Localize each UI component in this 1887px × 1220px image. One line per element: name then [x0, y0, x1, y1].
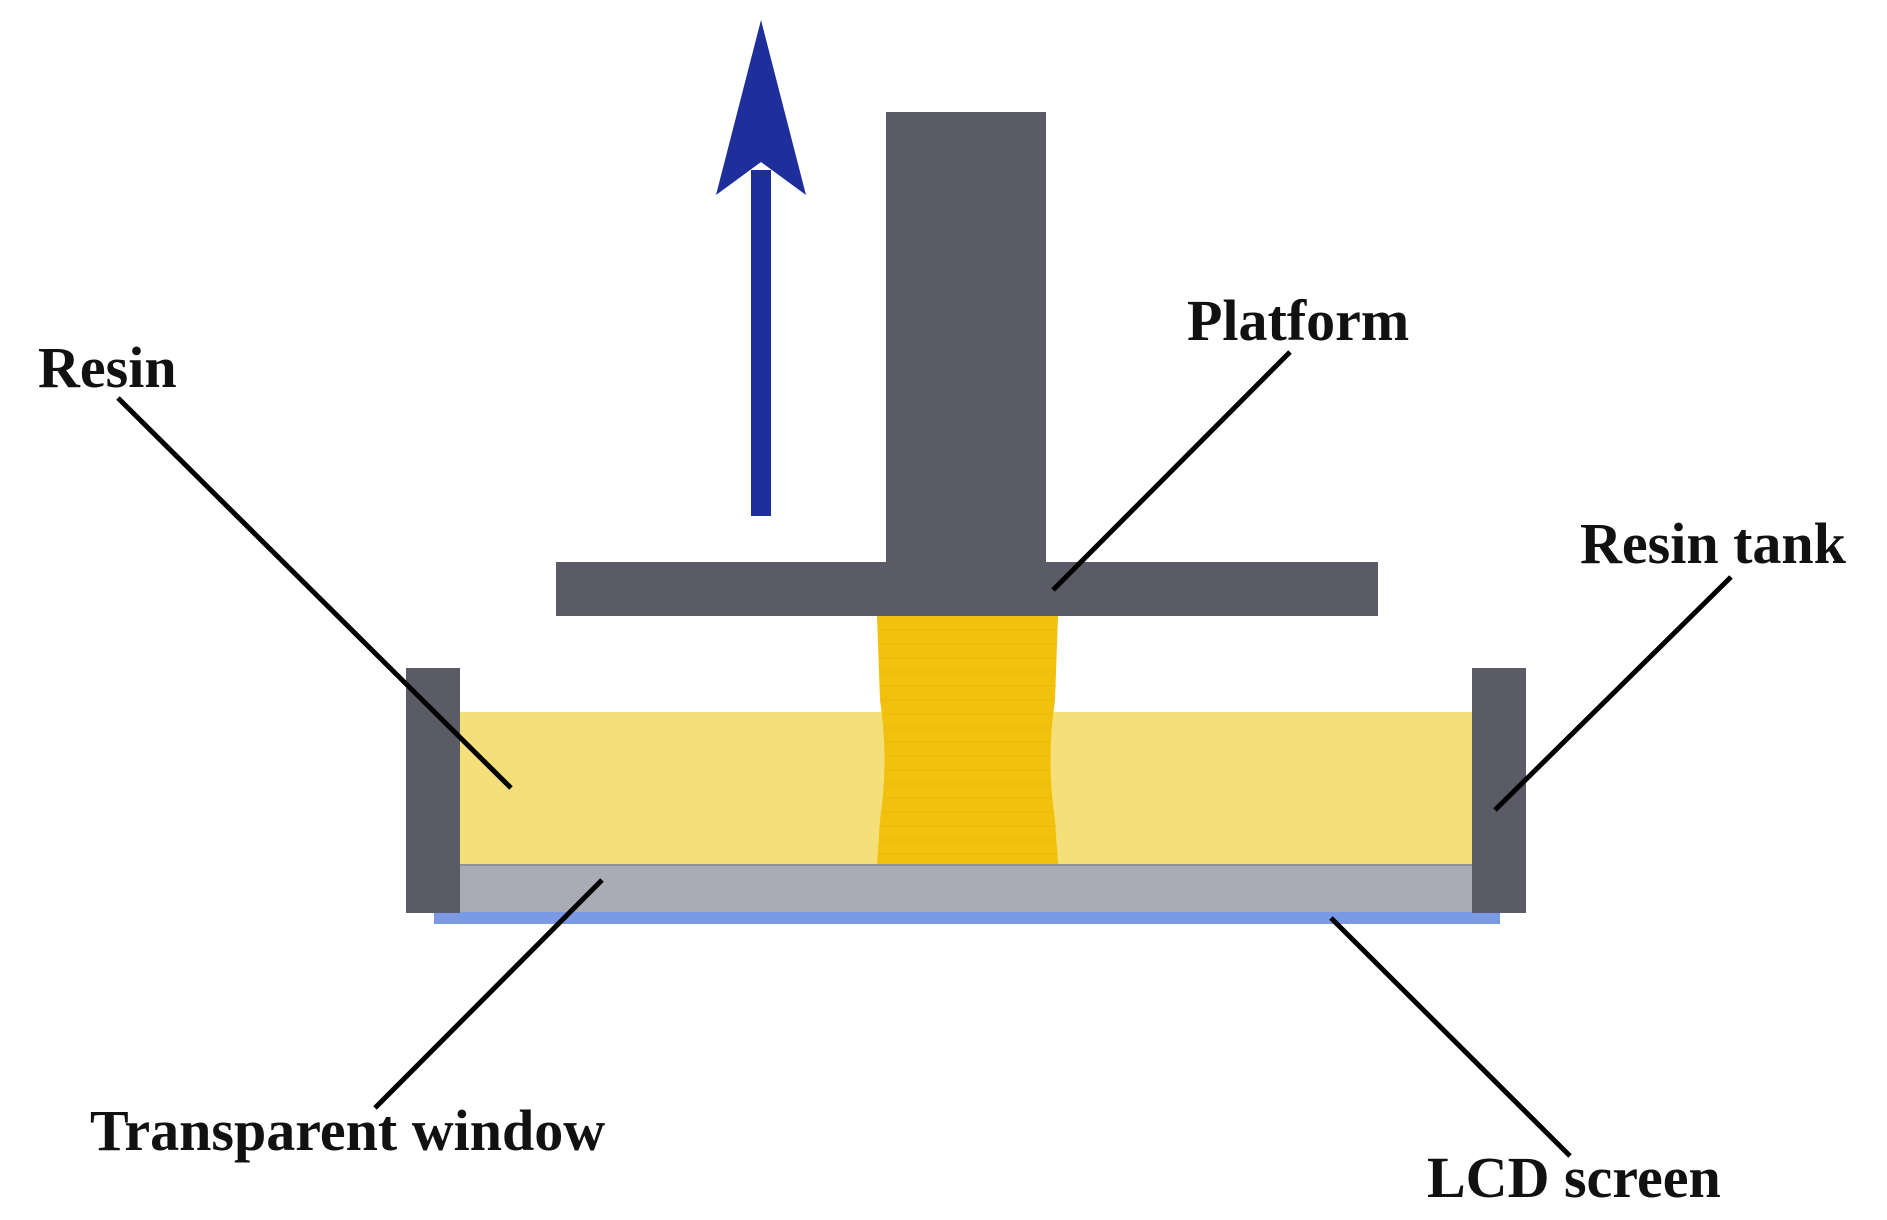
printed-part [877, 616, 1058, 864]
label-platform: Platform [1187, 288, 1409, 353]
platform-plate [556, 562, 1378, 616]
up-arrow-head [716, 20, 806, 195]
leader-line-platform [1051, 350, 1292, 592]
leader-lines [116, 350, 1733, 1158]
resin-tank-left-wall [406, 668, 460, 913]
platform-shaft [886, 112, 1046, 566]
printed-part-layers [879, 629, 1057, 855]
leader-line-resin-tank [1493, 575, 1733, 812]
build-platform [556, 112, 1378, 616]
leader-line-lcd-screen [1329, 916, 1572, 1158]
up-arrow-icon [716, 20, 806, 516]
label-lcd-screen: LCD screen [1427, 1145, 1721, 1210]
lcd-screen [434, 912, 1500, 924]
transparent-window [460, 864, 1472, 912]
label-transparent-window: Transparent window [90, 1098, 605, 1163]
label-resin: Resin [38, 335, 177, 400]
label-resin-tank: Resin tank [1580, 511, 1847, 576]
leader-line-transparent-window [373, 878, 604, 1110]
printed-part-body [877, 616, 1058, 864]
up-arrow-shaft [751, 170, 771, 516]
leader-line-resin [116, 396, 513, 790]
